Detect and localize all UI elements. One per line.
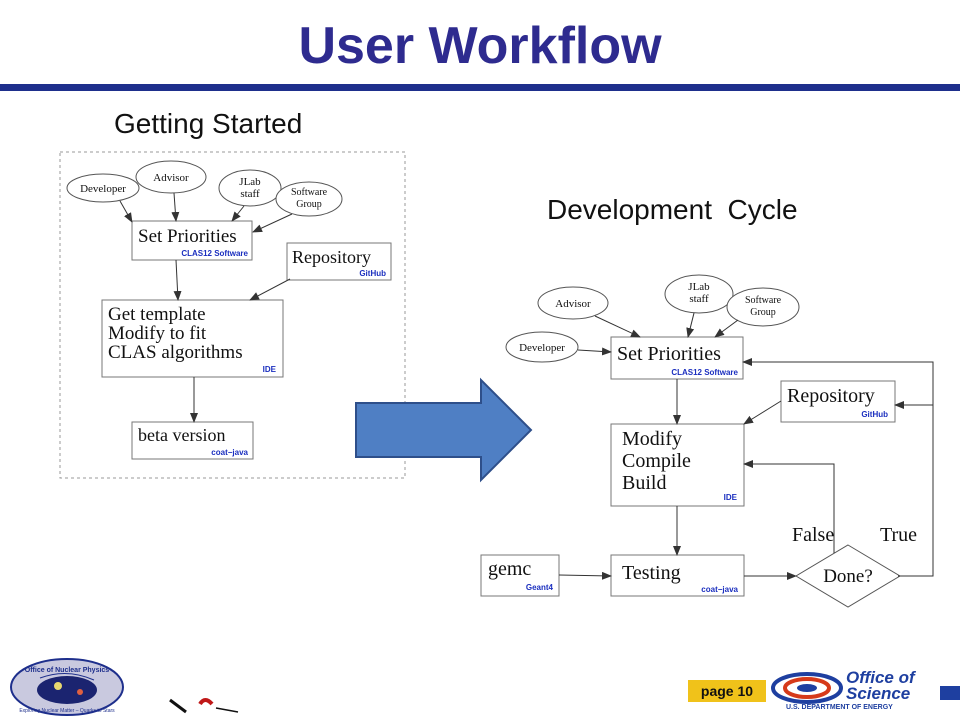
gs-software-label-2: Group <box>296 199 322 210</box>
gs-beta-label: beta version <box>138 425 225 445</box>
gs-developer-label: Developer <box>80 183 126 195</box>
dc-testing-label: Testing <box>622 562 681 584</box>
dc-modify-label-1: Modify <box>622 428 682 450</box>
gs-set-priorities-tag: CLAS12 Software <box>181 249 248 258</box>
dc-developer-label: Developer <box>519 342 565 354</box>
development-cycle-diagram: Advisor JLab staff Software Group Develo… <box>480 274 934 608</box>
dc-repository-tag: GitHub <box>861 410 888 419</box>
getting-started-heading: Getting Started <box>114 108 303 139</box>
nuclear-physics-logo: Office of Nuclear Physics Exploring Nucl… <box>10 658 124 716</box>
dc-repository-label: Repository <box>787 385 875 407</box>
dc-advisor-label: Advisor <box>555 298 591 310</box>
development-cycle-heading: Development Cycle <box>547 194 798 225</box>
dc-done-label: Done? <box>823 566 873 587</box>
office-of-science-logo <box>771 672 843 704</box>
nuclear-physics-logo-text: Office of Nuclear Physics <box>25 667 110 674</box>
dc-repository-box <box>780 380 896 423</box>
gs-advisor-label: Advisor <box>153 172 189 184</box>
dc-set-priorities-label: Set Priorities <box>617 343 721 365</box>
gs-repository-label: Repository <box>292 247 371 267</box>
gs-template-box <box>101 299 284 378</box>
gs-jlab-label-1: JLab <box>239 176 261 188</box>
dc-testing-box <box>610 554 745 597</box>
dc-modify-tag: IDE <box>724 493 738 502</box>
gs-edges <box>119 192 293 423</box>
dc-testing-tag: coat−java <box>701 585 738 594</box>
gs-template-label-1: Get template <box>108 304 206 325</box>
gs-beta-box <box>131 421 254 460</box>
dc-gemc-label: gemc <box>488 558 531 580</box>
doe-label: U.S. DEPARTMENT OF ENERGY <box>786 704 893 711</box>
gs-advisor-node <box>135 160 207 194</box>
gs-template-label-3: CLAS algorithms <box>108 342 243 363</box>
dc-false-label: False <box>792 524 834 546</box>
dc-done-decision <box>795 544 901 608</box>
dc-edges <box>558 312 934 580</box>
dc-advisor-node <box>537 286 609 320</box>
transition-arrow <box>355 377 533 483</box>
dc-jlab-node <box>664 274 734 314</box>
nuclear-physics-tagline: Exploring Nuclear Matter – Quarks to Sta… <box>19 708 115 714</box>
footer-blue-bar <box>940 686 960 700</box>
gs-repository-box <box>286 242 392 281</box>
gs-jlab-node <box>218 169 282 207</box>
gs-software-group-node <box>275 181 343 217</box>
gs-jlab-label-2: staff <box>240 188 260 200</box>
title-rule <box>0 84 960 91</box>
science-label: Science <box>846 684 911 703</box>
dc-set-priorities-box <box>610 336 744 380</box>
gs-developer-node <box>66 173 140 203</box>
dc-software-label-2: Group <box>750 307 776 318</box>
decorative-marks <box>169 698 239 714</box>
dc-modify-label-3: Build <box>622 472 666 494</box>
office-of-label: Office of <box>846 668 915 687</box>
dc-modify-label-2: Compile <box>622 450 691 472</box>
getting-started-frame <box>59 151 406 479</box>
dc-gemc-tag: Geant4 <box>526 583 554 592</box>
page-number-badge: page 10 <box>688 680 766 702</box>
dc-jlab-label-1: JLab <box>688 281 710 293</box>
dc-software-label-1: Software <box>745 295 782 306</box>
getting-started-diagram: Developer Advisor JLab staff Software Gr… <box>59 151 406 479</box>
gs-beta-tag: coat−java <box>211 448 248 457</box>
dc-set-priorities-tag: CLAS12 Software <box>671 368 738 377</box>
gs-template-tag: IDE <box>263 365 277 374</box>
dc-developer-node <box>505 331 579 363</box>
dc-true-label: True <box>880 524 917 546</box>
gs-repository-tag: GitHub <box>359 269 386 278</box>
gs-software-label-1: Software <box>291 187 328 198</box>
gs-set-priorities-label: Set Priorities <box>138 226 237 247</box>
gs-template-label-2: Modify to fit <box>108 323 207 344</box>
slide-title: User Workflow <box>298 17 662 75</box>
dc-gemc-box <box>480 554 560 597</box>
gs-set-priorities-box <box>131 220 253 261</box>
dc-software-group-node <box>726 287 800 327</box>
dc-jlab-label-2: staff <box>689 293 709 305</box>
dc-modify-box <box>610 423 745 507</box>
